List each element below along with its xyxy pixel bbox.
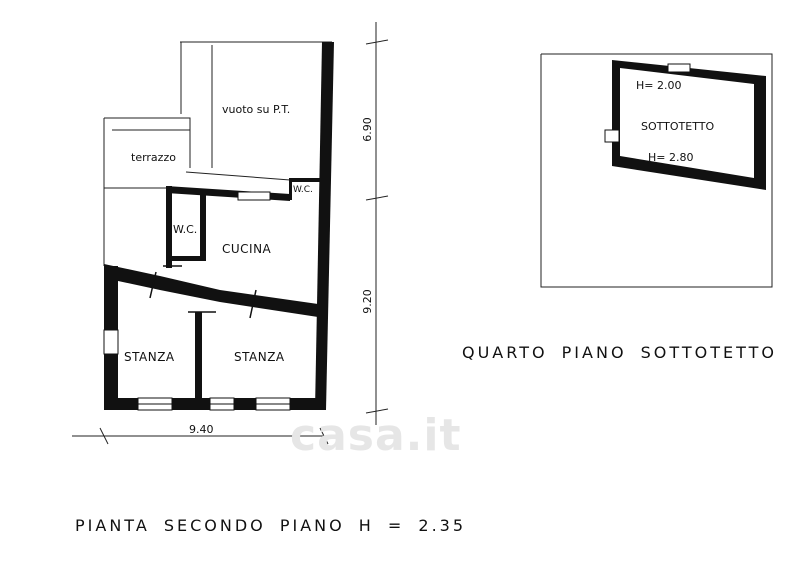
dim-tick-mid xyxy=(365,195,389,201)
attic-window-top xyxy=(667,63,691,73)
room-label-vuoto: vuoto su P.T. xyxy=(222,103,291,116)
east-wall xyxy=(315,42,334,410)
wc-right-wall xyxy=(200,190,206,260)
door-kitchen-tick-1 xyxy=(149,271,157,299)
room-label-terrazzo: terrazzo xyxy=(131,151,176,164)
door-kitchen-tick-2 xyxy=(249,289,257,319)
attic-site-outline xyxy=(540,53,773,288)
second-floor-title: PIANTA SECONDO PIANO H = 2.35 xyxy=(75,516,467,535)
second-floor-plan xyxy=(103,41,332,266)
attic-height-bottom: H= 2.80 xyxy=(648,151,694,164)
dimension-lower: 9.20 xyxy=(360,289,374,314)
void-sill-line xyxy=(185,171,291,181)
attic-window-left xyxy=(604,129,620,143)
fourth-floor-plan xyxy=(540,53,773,288)
room-label-wc-small: W.C. xyxy=(293,185,313,195)
dimension-width: 9.40 xyxy=(189,423,214,436)
dim-tick-bottom xyxy=(365,408,389,414)
wc-left-wall xyxy=(166,186,172,268)
wc-bottom-wall xyxy=(166,256,206,261)
wc-small-top-wall xyxy=(290,178,320,182)
room-label-stanza-right: STANZA xyxy=(234,350,285,364)
fourth-floor-title: QUARTO PIANO SOTTOTETTO xyxy=(462,343,777,362)
window-west xyxy=(103,329,119,355)
room-label-wc: W.C. xyxy=(173,223,198,236)
dimension-upper: 6.90 xyxy=(360,117,374,142)
dim-tick-right xyxy=(319,427,329,445)
window-kitchen-north xyxy=(237,191,271,201)
room-label-cucina: CUCINA xyxy=(222,242,272,256)
dim-tick-top xyxy=(365,39,389,45)
kitchen-south-wall xyxy=(104,264,318,317)
attic-inner-room xyxy=(620,68,754,178)
room-label-stanza-left: STANZA xyxy=(124,350,175,364)
dimension-lines xyxy=(72,22,389,445)
second-floor-openings xyxy=(103,191,291,411)
dim-tick-left xyxy=(99,427,109,445)
terrace-outline xyxy=(104,117,191,168)
attic-room-label: SOTTOTETTO xyxy=(641,120,715,133)
kitchen-north-wall xyxy=(166,186,290,201)
attic-height-top: H= 2.00 xyxy=(636,79,682,92)
bedroom-partition xyxy=(195,312,202,410)
casa-it-watermark: casa.it xyxy=(290,410,462,461)
wc-small-left-wall xyxy=(289,178,292,200)
